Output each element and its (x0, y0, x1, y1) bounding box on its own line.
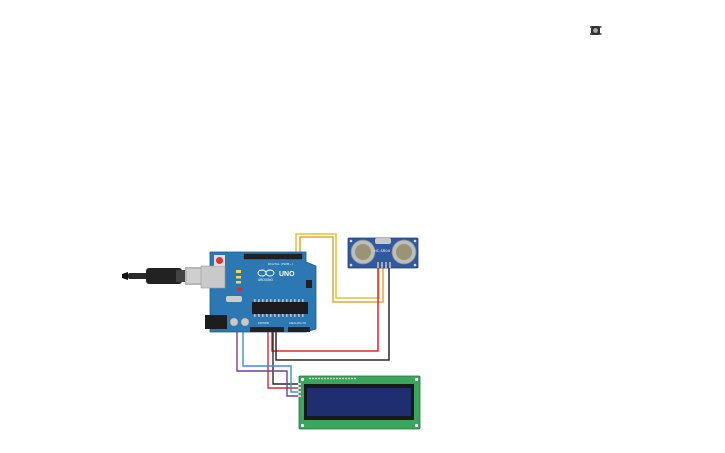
lcd-display[interactable] (298, 375, 421, 430)
lcd-screen (307, 388, 411, 416)
ultrasonic-sensor[interactable]: HC-SR04 (347, 237, 419, 269)
analog-header-label: ANALOG IN (289, 321, 306, 325)
wire-sensor-vcc (271, 265, 379, 352)
pushbutton-icon[interactable] (590, 26, 602, 35)
atmega-chip (252, 302, 308, 314)
led-tx (236, 276, 241, 279)
led-rx (236, 281, 241, 284)
led-l (236, 270, 241, 273)
wire-lcd-gnd (272, 331, 299, 385)
led-on (238, 288, 242, 291)
wire-trig (295, 233, 380, 299)
arduino-uno[interactable]: DIGITAL (PWM~) POWER ANALOG IN ARDUINO U… (200, 251, 317, 333)
wire-lcd-sda (242, 331, 299, 393)
wire-lcd-scl (236, 331, 299, 397)
arduino-brand: ARDUINO (258, 278, 274, 282)
wire-lcd-vcc (267, 331, 299, 389)
usb-cable (122, 267, 203, 285)
crystal (375, 238, 391, 244)
power-header-label: POWER (258, 321, 269, 325)
sensor-label: HC-SR04 (374, 249, 391, 253)
wire-echo (299, 236, 384, 303)
wires (236, 233, 390, 397)
wire-sensor-gnd (275, 265, 390, 361)
arduino-model: UNO (279, 271, 295, 278)
digital-header-label: DIGITAL (PWM~) (268, 262, 293, 266)
arduino-logo: ARDUINO UNO (257, 269, 295, 282)
